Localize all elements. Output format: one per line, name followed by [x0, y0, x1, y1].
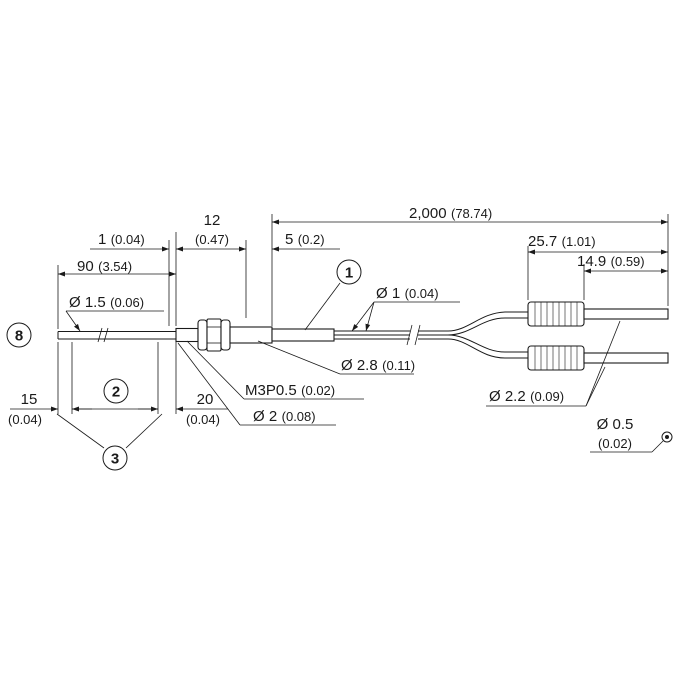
dimension-labels: 2,000 (78.74) 12 (0.47) 1 (0.04) 5 (0.2)… — [8, 205, 645, 451]
leader-lines — [56, 282, 664, 453]
label-bend-length-value: 20 — [197, 391, 214, 408]
probe-tube — [57, 327, 176, 343]
extension-lines — [57, 214, 669, 414]
label-end-pin: 14.9 (0.59) — [577, 253, 645, 270]
label-core-diameter-value: Ø 0.5 — [597, 416, 634, 433]
label-bend-length-unit: (0.04) — [186, 412, 220, 427]
label-tip-length-value: 15 — [21, 391, 38, 408]
label-nut-to-sleeve: 5 (0.2) — [285, 231, 325, 248]
label-thread: M3P0.5 (0.02) — [245, 382, 335, 399]
label-nut-length-unit: (0.47) — [195, 232, 229, 247]
callout-2: 2 — [103, 378, 129, 404]
cable-split — [447, 311, 528, 359]
label-end-total: 25.7 (1.01) — [528, 233, 596, 250]
fiber-cable — [334, 324, 448, 346]
svg-text:8: 8 — [15, 328, 23, 345]
callout-8: 8 — [6, 322, 32, 348]
svg-text:3: 3 — [111, 451, 119, 468]
lower-connector — [527, 345, 669, 371]
probe-sleeve — [175, 327, 199, 343]
upper-connector — [527, 301, 669, 327]
label-overall-length: 2,000 (78.74) — [409, 205, 492, 222]
hex-nut — [197, 318, 231, 352]
protective-sleeve — [271, 328, 335, 342]
label-fiber-diameter: Ø 1 (0.04) — [376, 285, 439, 302]
label-tip-length-unit: (0.04) — [8, 412, 42, 427]
threaded-body — [229, 326, 273, 344]
svg-text:1: 1 — [345, 265, 353, 282]
svg-text:2: 2 — [112, 384, 120, 401]
label-core-diameter-unit: (0.02) — [598, 436, 632, 451]
callout-1: 1 — [336, 259, 362, 285]
fiber-assembly — [57, 301, 669, 371]
label-connector-diameter: Ø 2.2 (0.09) — [489, 388, 564, 405]
label-nut-length-value: 12 — [204, 212, 221, 229]
callout-3: 3 — [102, 445, 128, 471]
dimension-lines — [10, 219, 668, 412]
label-probe-diameter: Ø 1.5 (0.06) — [69, 294, 144, 311]
label-nut-diameter: Ø 2 (0.08) — [253, 408, 316, 425]
label-probe-length: 90 (3.54) — [77, 258, 132, 275]
label-tip-to-nut: 1 (0.04) — [98, 231, 145, 248]
label-sleeve-diameter: Ø 2.8 (0.11) — [341, 357, 415, 374]
end-face-symbol — [661, 431, 673, 443]
